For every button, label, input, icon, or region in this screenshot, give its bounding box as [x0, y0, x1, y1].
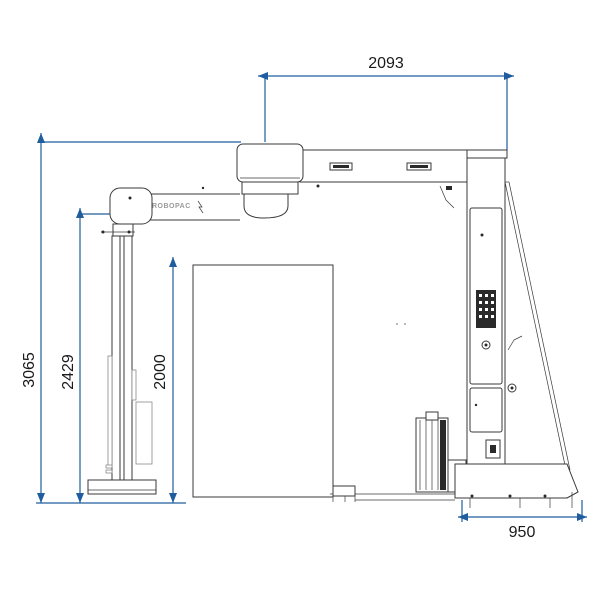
dimension-height-load: 2000 [152, 257, 177, 503]
head-flange [241, 181, 299, 195]
dimension-label-arm-height: 2429 [60, 354, 77, 390]
carriage-post-right [123, 235, 133, 481]
dimension-base-depth: 950 [458, 500, 587, 541]
arrow-left-icon [458, 513, 468, 521]
arrow-right-icon [504, 72, 514, 80]
arm-elbow [109, 187, 153, 225]
prestretch-cap [425, 411, 439, 421]
carriage-post-left [111, 235, 121, 481]
arm-beam [299, 149, 468, 183]
rail-clamp [332, 485, 356, 497]
arm-bracket [439, 185, 455, 209]
arrow-down-icon [169, 493, 177, 503]
head-housing [236, 143, 304, 183]
carriage-base [87, 479, 157, 495]
load-box [192, 264, 334, 498]
brand-logo-icon [197, 200, 204, 214]
mast-cap [464, 149, 508, 159]
dimension-width-top: 2093 [258, 55, 514, 150]
control-buttons [479, 294, 494, 318]
base-body [454, 463, 568, 499]
dimension-label-load-height: 2000 [152, 354, 169, 390]
indicator-dot [480, 233, 484, 237]
top-arm [299, 149, 468, 209]
control-panel-lower [469, 387, 503, 433]
arrow-up-icon [169, 257, 177, 267]
base-frame [330, 463, 579, 508]
film-carriage [87, 223, 157, 495]
film-roll-edge [107, 355, 113, 467]
diagonal-brace [504, 181, 571, 471]
motor-drum [243, 193, 289, 219]
base-outrigger [555, 463, 579, 499]
dimension-label-base-depth: 950 [509, 524, 536, 541]
rotation-head [236, 143, 304, 219]
arrow-up-icon [76, 208, 84, 218]
arrow-down-icon [76, 493, 84, 503]
dimension-height-arm: 2429 [60, 208, 112, 503]
wrapping-arm: ROBOPAC [109, 186, 240, 225]
dimension-height-overall: 3065 [21, 133, 241, 503]
carriage-tab [131, 369, 137, 401]
mast-column [464, 149, 517, 465]
arrow-left-icon [258, 72, 268, 80]
arrow-right-icon [577, 513, 587, 521]
dimension-label-width: 2093 [368, 55, 404, 72]
carriage-box [135, 401, 153, 465]
arrow-down-icon [37, 493, 45, 503]
carriage-top-mount [112, 223, 134, 237]
dimension-label-overall-height: 3065 [21, 352, 38, 388]
brand-label: ROBOPAC [152, 203, 191, 210]
arrow-up-icon [37, 133, 45, 143]
